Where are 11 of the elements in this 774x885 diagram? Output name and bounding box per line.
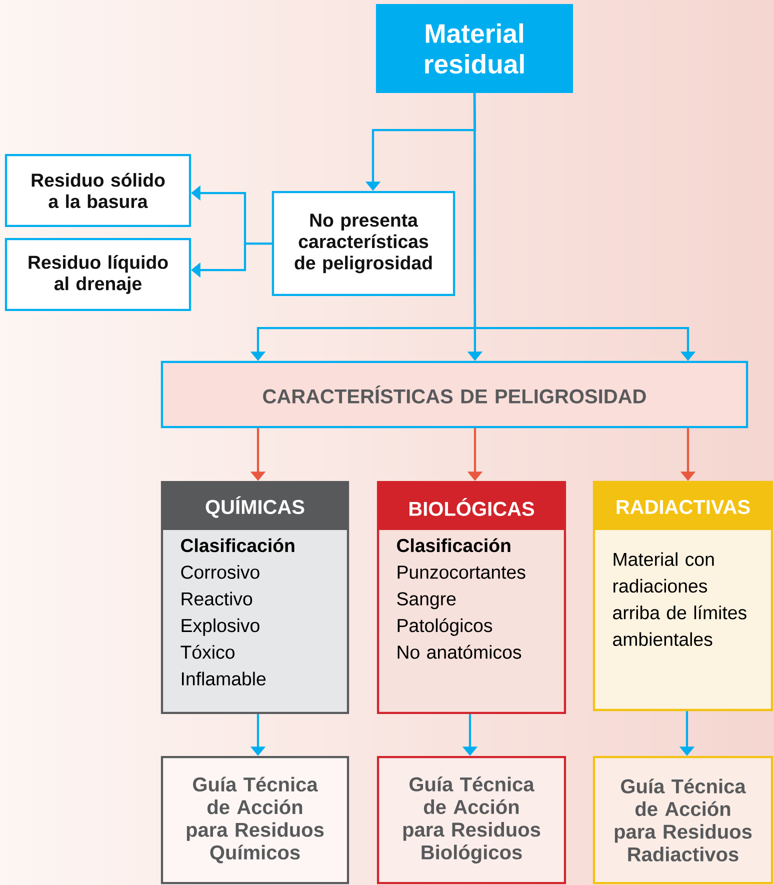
process-box: No presenta características de peligrosidad <box>272 190 456 296</box>
guide-box: Guía Técnica de Acción para Residuos Radiactivos <box>592 756 774 884</box>
guide-box: Guía Técnica de Acción para Residuos Biológicos <box>376 756 566 884</box>
guide-box: Guía Técnica de Acción para Residuos Químicos <box>160 756 350 884</box>
category-box: RADIACTIVAS Material con radiaciones arriba de límites ambientales <box>592 480 774 712</box>
outcome-box: Residuo sólido a la basura <box>4 154 192 228</box>
category-box: QUÍMICAS Clasificación Corrosivo Reactivo Explosivo Tóxico Inflamable <box>160 480 350 714</box>
heading-box: CARACTERÍSTICAS DE PELIGROSIDAD <box>160 360 748 428</box>
outcome-box: Residuo líquido al drenaje <box>4 238 192 312</box>
category-box: BIOLÓGICAS Clasificación Punzocortantes Sangre Patológicos No anatómicos <box>376 480 566 714</box>
title-box: Material residual <box>376 4 574 94</box>
